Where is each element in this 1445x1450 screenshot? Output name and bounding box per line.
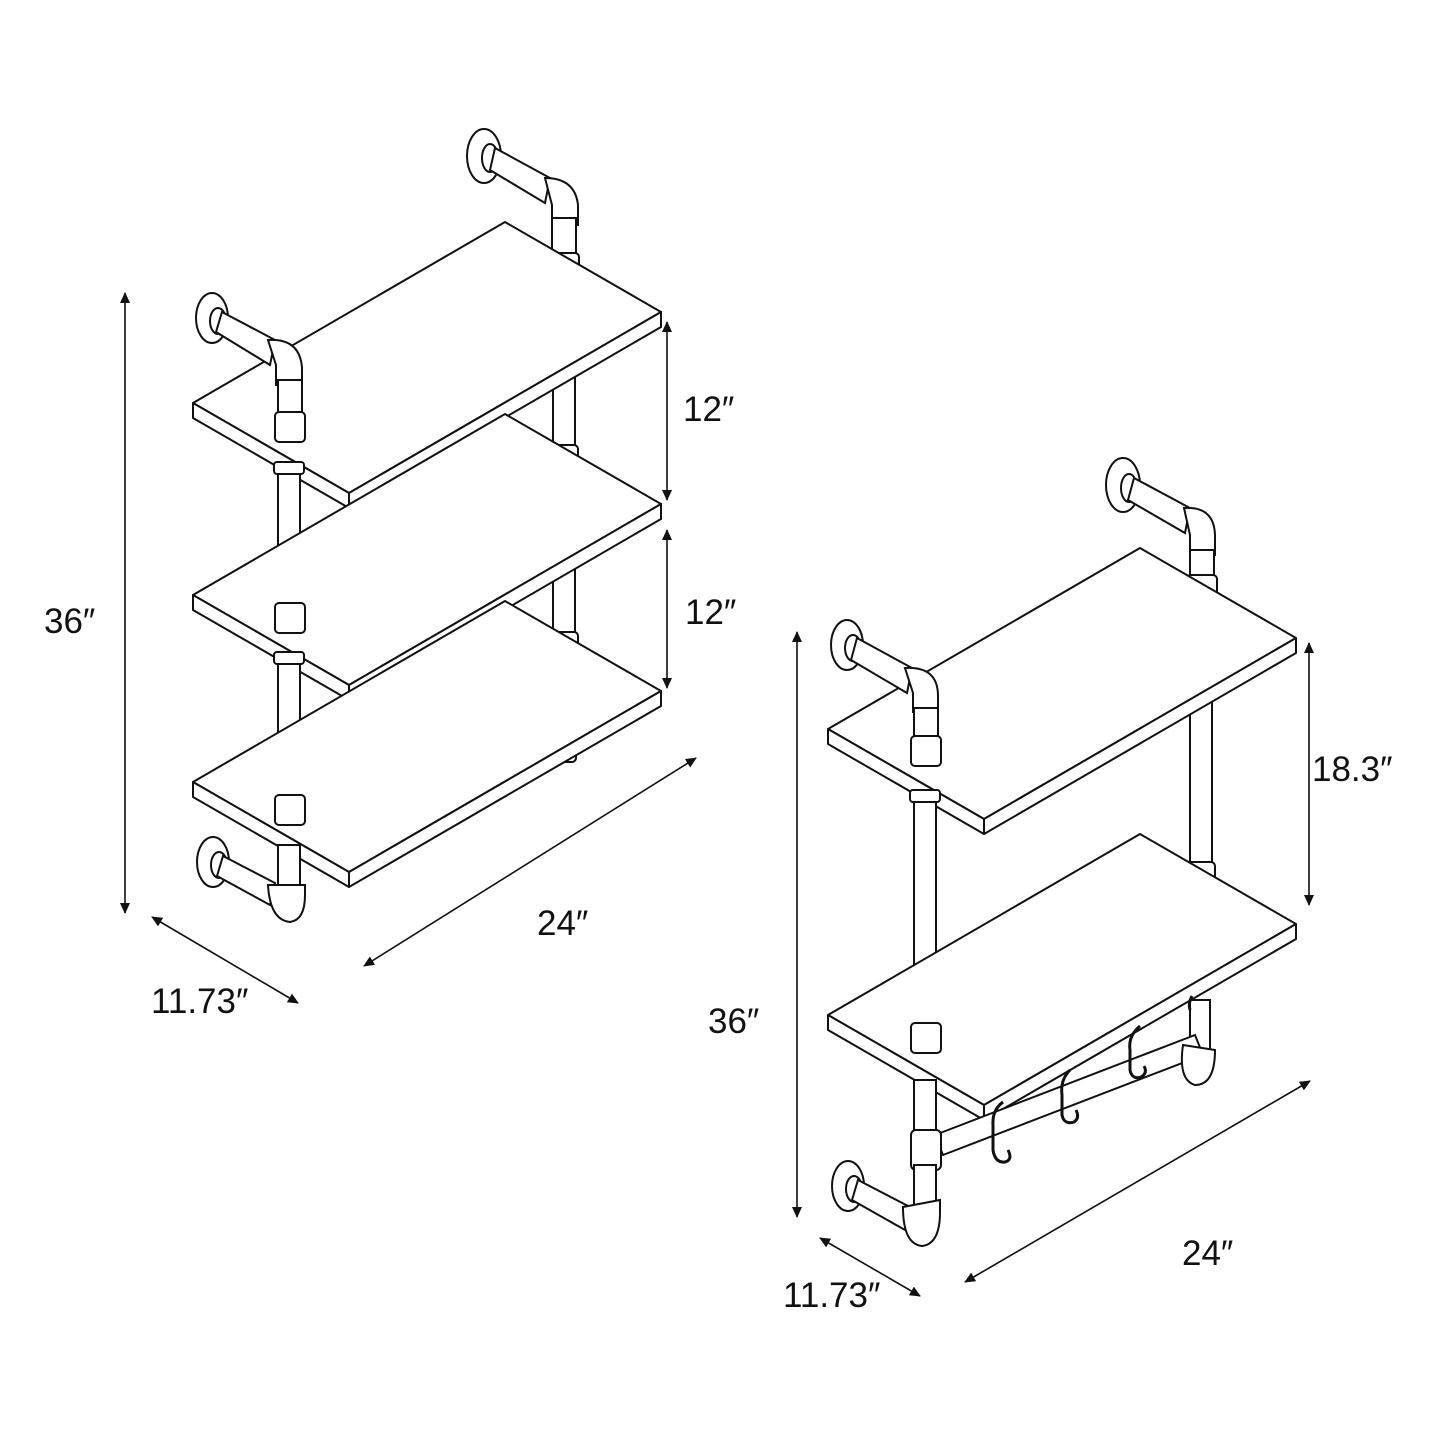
right-dimension-lines [792, 631, 1314, 1297]
hook-3 [1128, 1024, 1147, 1080]
left-shelf-unit [192, 128, 662, 924]
left-gap-label-bottom: 12″ [685, 593, 737, 632]
right-shelf-unit [827, 457, 1297, 1248]
left-gap-label-top: 12″ [683, 390, 735, 429]
right-gap-label: 18.3″ [1312, 750, 1393, 789]
right-top-front-wall-flange [830, 619, 942, 767]
right-bottom-wall-flange [831, 1160, 941, 1248]
left-dimension-lines [120, 292, 697, 1004]
right-width-label: 24″ [1182, 1234, 1234, 1273]
left-top-front-wall-flange [195, 292, 306, 443]
right-height-label: 36″ [708, 1002, 760, 1041]
left-depth-label: 11.73″ [151, 982, 249, 1021]
hook-4 [1187, 995, 1194, 1011]
left-width-label: 24″ [537, 904, 589, 943]
left-bottom-wall-flange [196, 836, 306, 924]
left-height-label: 36″ [44, 602, 96, 641]
right-depth-label: 11.73″ [783, 1276, 881, 1315]
